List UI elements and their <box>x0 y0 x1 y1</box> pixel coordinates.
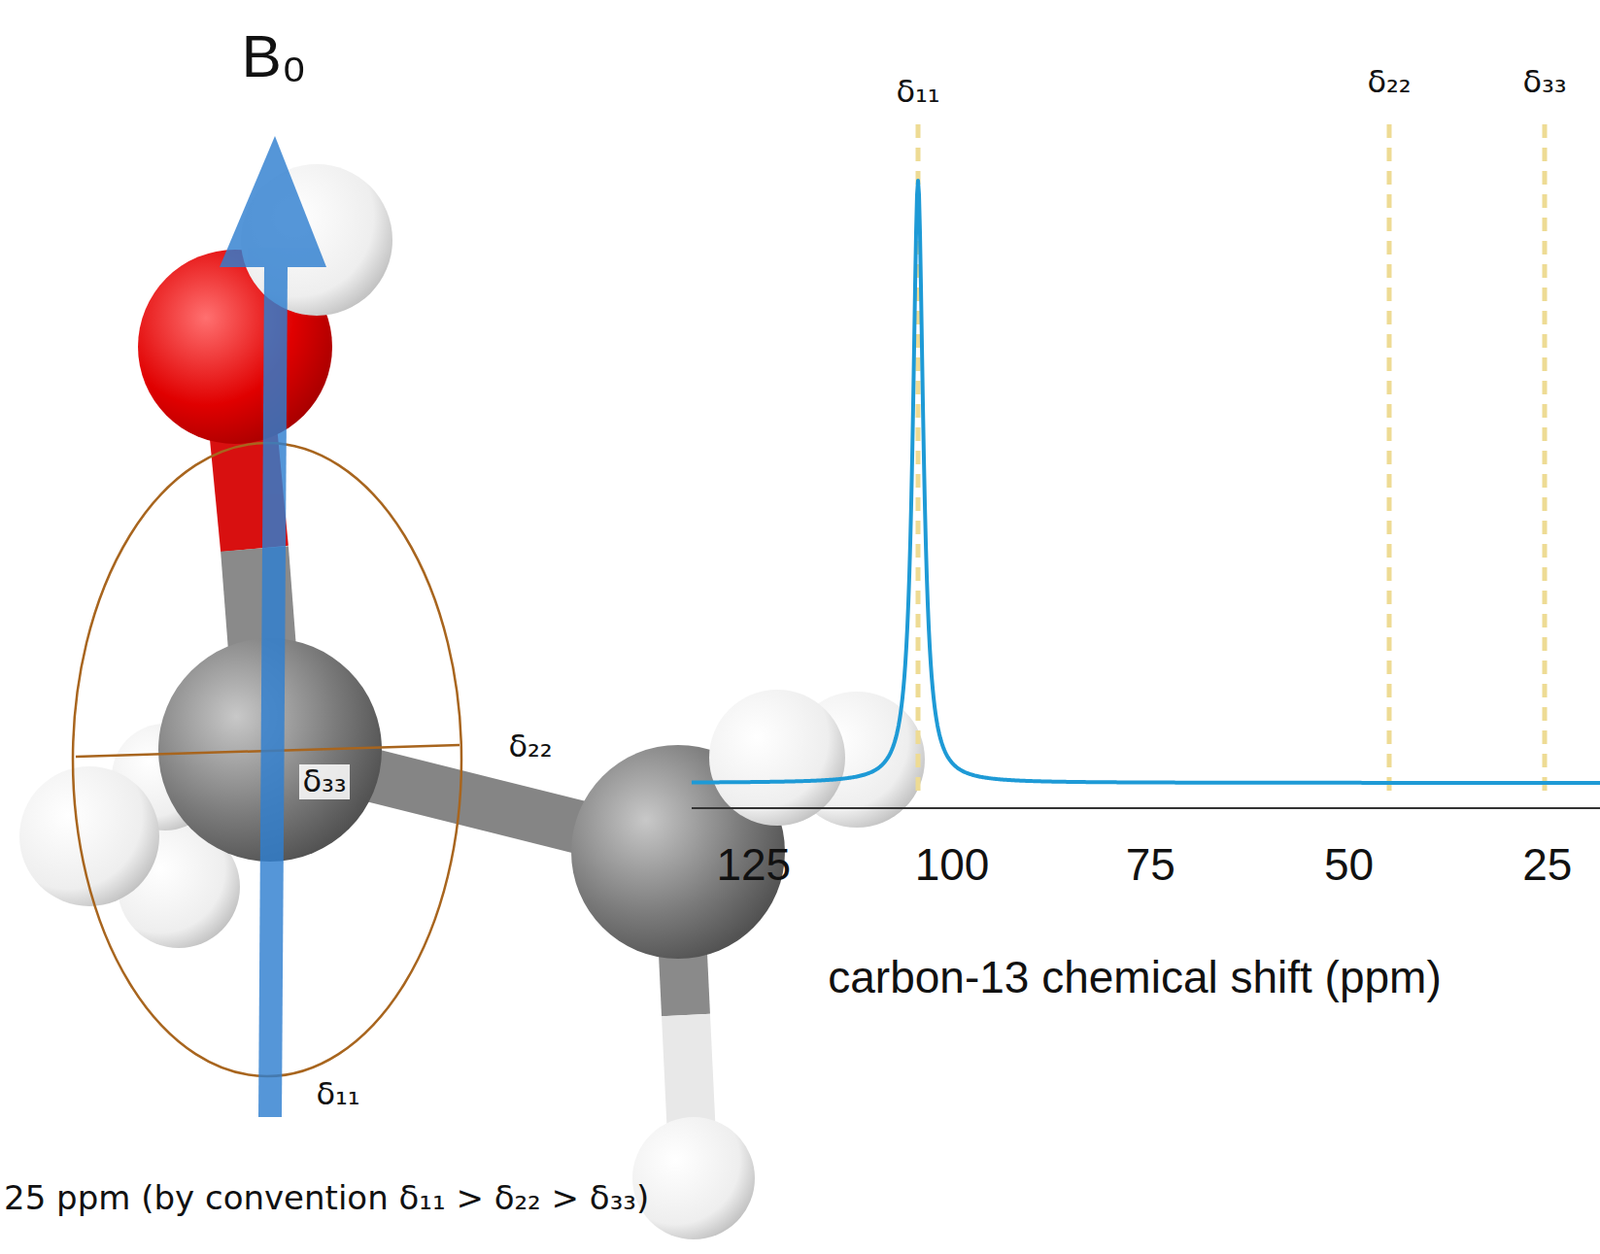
hydrogen-atom <box>709 689 846 826</box>
bonds <box>106 346 797 1179</box>
principal-value-label: δ₂₂ <box>1366 65 1411 100</box>
spectrum-trace <box>691 180 1600 783</box>
atoms <box>19 164 925 1240</box>
arrow-shaft <box>258 267 288 1118</box>
arrow-head <box>219 136 327 268</box>
tick-label: 75 <box>1125 840 1176 890</box>
principal-value-line <box>1387 124 1393 793</box>
tick-label: 25 <box>1522 840 1572 890</box>
note: 25 ppm (by convention δ₁₁ > δ₂₂ > δ₃₃) <box>3 1180 649 1217</box>
tick-label: 100 <box>915 840 990 890</box>
field-label: B₀ <box>240 23 307 90</box>
x-axis <box>691 807 1600 810</box>
principal-values <box>918 124 1545 793</box>
principal-value-label: δ₃₃ <box>1522 65 1566 100</box>
tensor-axis-label: δ₃₃ <box>299 764 349 799</box>
tick-label: 125 <box>715 840 791 890</box>
axis-title: carbon-13 chemical shift (ppm) <box>827 953 1441 1003</box>
tensor-axis-label: δ₁₁ <box>315 1077 360 1112</box>
hydrogen-atom <box>632 1117 755 1240</box>
principal-value-line <box>1542 124 1548 793</box>
principal-value-label: δ₁₁ <box>895 74 940 109</box>
tick-label: 50 <box>1324 840 1374 890</box>
b0-arrow <box>219 136 327 1118</box>
tensor-axis-label: δ₂₂ <box>508 729 552 764</box>
